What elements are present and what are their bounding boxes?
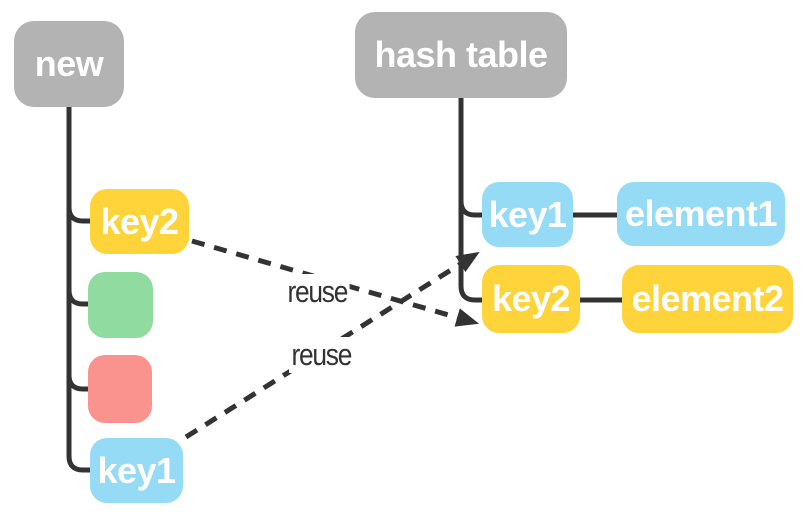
new-header-label: new — [34, 43, 104, 84]
new-list-spine — [66, 107, 90, 473]
new-header-node: new — [14, 21, 124, 107]
hash-row2-key-node: key2 — [482, 265, 580, 333]
hash-row1-element-node: element1 — [617, 182, 785, 246]
new-item-red-slot-node — [88, 355, 152, 423]
new-item-key1-node: key1 — [90, 438, 183, 503]
reuse-label-key2: reuse — [285, 274, 350, 310]
hash-row2-key-label: key2 — [491, 278, 571, 319]
new-item-key1-label: key1 — [97, 449, 176, 491]
new-branch-key2 — [66, 206, 90, 224]
new-branch-green — [66, 289, 88, 307]
hash-row2-element-node: element2 — [622, 265, 793, 333]
new-branch-red — [66, 374, 88, 392]
hash-row1-key-label: key1 — [488, 193, 567, 235]
new-item-key2-node: key2 — [90, 189, 189, 254]
new-item-key2-label: key2 — [100, 200, 179, 242]
hash-row1-key-node: key1 — [482, 182, 573, 247]
hash-row1-element-label: element1 — [624, 193, 778, 234]
hash-table-header-node: hash table — [355, 12, 567, 98]
hash-table-header-label: hash table — [374, 34, 548, 75]
new-item-green-slot-node — [88, 272, 153, 338]
hash-table-spine — [458, 98, 482, 303]
hash-row2-element-label: element2 — [631, 278, 784, 319]
reuse-label-key1: reuse — [289, 337, 354, 373]
hash-branch-key1 — [458, 200, 482, 218]
